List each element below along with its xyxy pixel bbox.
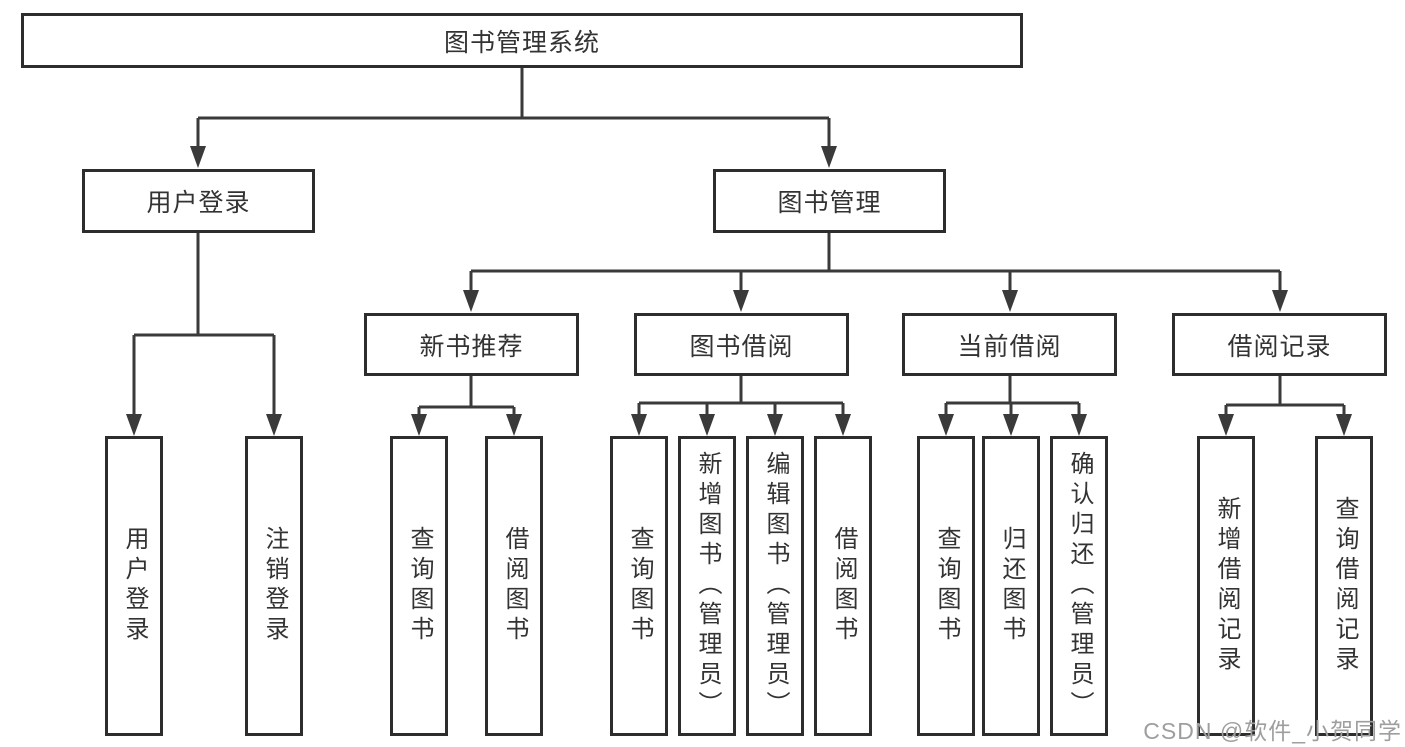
leaf-label: 新增借阅记录 xyxy=(1213,496,1240,676)
leaf-user-login: 用户登录 xyxy=(105,436,163,736)
node-book-management-module: 图书管理 xyxy=(713,169,946,233)
leaf-add-borrow-record: 新增借阅记录 xyxy=(1197,436,1255,736)
node-borrowing-records: 借阅记录 xyxy=(1172,313,1387,376)
leaf-label: 查询借阅记录 xyxy=(1331,496,1358,676)
leaf-label: 借阅图书 xyxy=(830,526,857,646)
node-new-book-recommendation: 新书推荐 xyxy=(364,313,579,376)
leaf-query-borrow-record: 查询借阅记录 xyxy=(1315,436,1373,736)
leaf-label: 注销登录 xyxy=(261,526,288,646)
node-label: 图书管理 xyxy=(777,189,882,217)
node-label: 新书推荐 xyxy=(419,332,524,361)
leaf-label: 用户登录 xyxy=(121,526,148,646)
leaf-label: 确认归还（管理员） xyxy=(1066,451,1093,721)
leaf-query-books: 查询图书 xyxy=(610,436,668,736)
leaf-label: 编辑图书（管理员） xyxy=(762,451,789,721)
node-label: 借阅记录 xyxy=(1227,332,1332,361)
leaf-label: 归还图书 xyxy=(998,526,1025,646)
leaf-add-books-admin: 新增图书（管理员） xyxy=(678,436,736,736)
connector-lines xyxy=(132,67,1346,418)
leaf-query-books: 查询图书 xyxy=(390,436,448,736)
node-label: 图书管理系统 xyxy=(443,28,600,57)
node-label: 用户登录 xyxy=(146,189,251,217)
leaf-confirm-return-admin: 确认归还（管理员） xyxy=(1050,436,1108,736)
node-label: 当前借阅 xyxy=(957,332,1062,361)
node-label: 图书借阅 xyxy=(689,332,794,361)
leaf-label: 查询图书 xyxy=(626,526,653,646)
leaf-borrow-books: 借阅图书 xyxy=(814,436,872,736)
leaf-label: 查询图书 xyxy=(933,526,960,646)
arrowhead-icons xyxy=(126,146,1352,436)
node-library-management-system: 图书管理系统 xyxy=(21,13,1023,68)
leaf-query-books: 查询图书 xyxy=(917,436,975,736)
csdn-watermark: CSDN @软件_小贺同学 xyxy=(1143,718,1402,744)
leaf-logout: 注销登录 xyxy=(245,436,303,736)
node-current-borrowing: 当前借阅 xyxy=(902,313,1117,376)
leaf-label: 借阅图书 xyxy=(501,526,528,646)
leaf-borrow-books: 借阅图书 xyxy=(485,436,543,736)
leaf-return-books: 归还图书 xyxy=(982,436,1040,736)
node-book-borrowing: 图书借阅 xyxy=(634,313,849,376)
leaf-label: 新增图书（管理员） xyxy=(694,451,721,721)
leaf-edit-books-admin: 编辑图书（管理员） xyxy=(746,436,804,736)
node-user-login-module: 用户登录 xyxy=(82,169,315,233)
leaf-label: 查询图书 xyxy=(406,526,433,646)
